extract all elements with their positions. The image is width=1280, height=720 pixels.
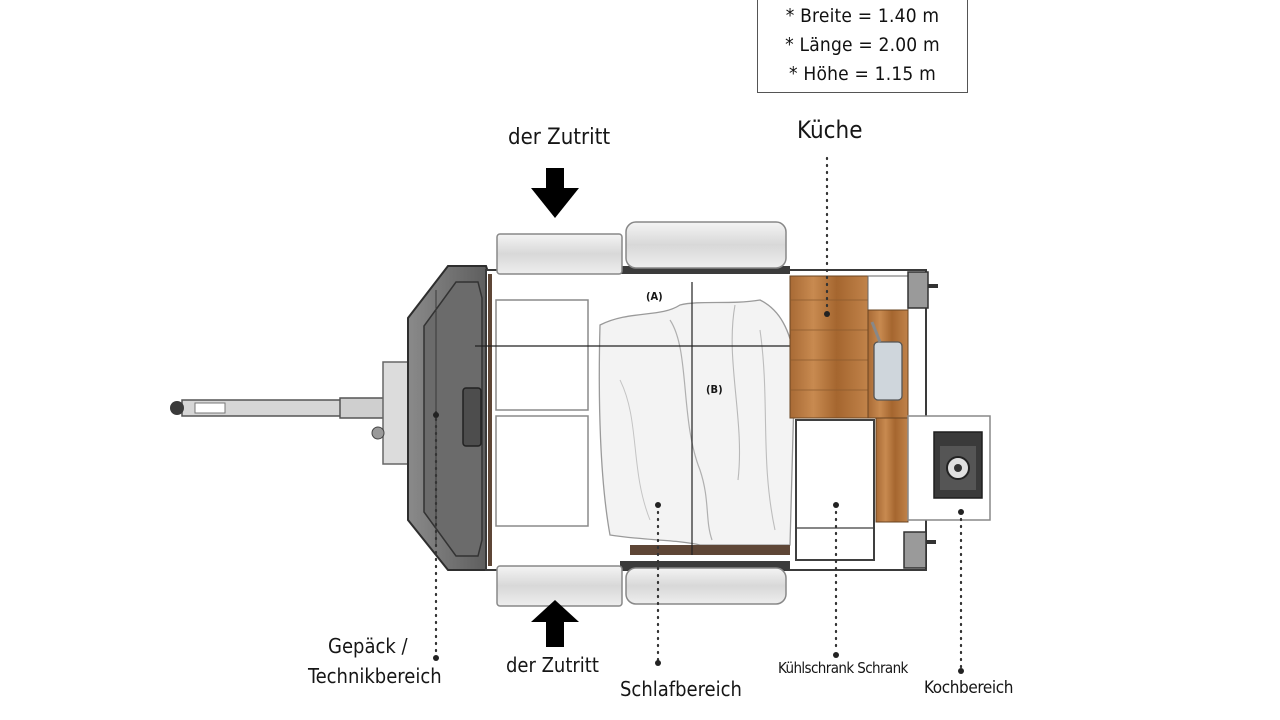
rear-corners [903,271,938,569]
fridge-cabinet-label: Kühlschrank Schrank [778,659,908,677]
sleeping-area-label: Schlafbereich [620,677,742,701]
bed-blanket [598,299,796,546]
fridge-cabinet [795,419,875,561]
front-storage-box [407,265,495,571]
marker-b: (B) [706,383,723,396]
width-spec: * Breite = 1.40 m [785,5,940,27]
access-label-top: der Zutritt [508,125,611,150]
access-label-bottom: der Zutritt [506,653,599,677]
arrow-down-icon [531,168,579,218]
technical-area-label: Technikbereich [308,664,442,688]
height-spec: * Höhe = 1.15 m [789,63,936,85]
marker-a: (A) [646,290,663,303]
dimensions-box: * Breite = 1.40 m * Länge = 2.00 m * Höh… [757,0,968,93]
arrow-up-icon [531,600,579,647]
fenders [496,221,787,607]
leader-lines [434,156,963,670]
kitchen-label: Küche [797,116,863,144]
cooking-area-label: Kochbereich [924,678,1014,698]
luggage-label: Gepäck / [328,634,408,658]
length-spec: * Länge = 2.00 m [785,34,940,56]
kitchen-unit [789,275,909,523]
mattress-pads [495,299,589,527]
drawbar [170,361,412,465]
cooking-box [907,415,991,521]
floor-strip [630,545,790,555]
leader-dots [433,311,964,674]
